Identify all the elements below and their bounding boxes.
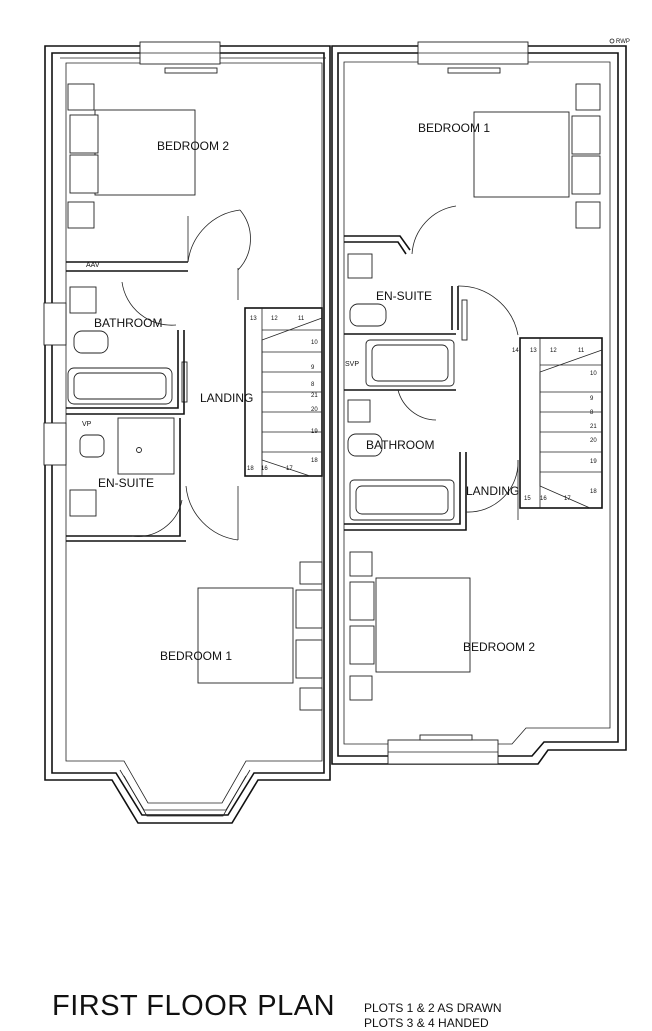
left-bedroom-2-label: BEDROOM 2 [157,139,229,153]
vp-marker: VP [82,421,92,428]
left-step: 8 [311,382,315,388]
floor-plan-drawing: BEDROOM 2 BATHROOM LANDING EN-SUITE BEDR… [43,38,630,824]
left-unit [43,41,331,824]
left-ensuite-label: EN-SUITE [98,476,154,490]
left-bedroom-1-label: BEDROOM 1 [160,649,232,663]
aav-marker: AAV [86,262,100,269]
left-step: 9 [311,365,315,371]
plan-title: FIRST FLOOR PLAN [52,990,336,1022]
right-ensuite-label: EN-SUITE [376,289,432,303]
left-step: 12 [271,316,278,322]
svp-marker: SVP [345,361,359,368]
plot-notes: PLOTS 1 & 2 AS DRAWN PLOTS 3 & 4 HANDED [364,1001,502,1031]
left-step: 17 [286,466,293,472]
right-step: 19 [590,459,597,465]
right-step: 16 [540,496,547,502]
right-step: 9 [590,396,594,402]
right-step: 15 [524,496,531,502]
right-bedroom-2-label: BEDROOM 2 [463,640,535,654]
right-step: 18 [590,489,597,495]
left-step: 16 [261,466,268,472]
left-step: 20 [311,407,318,413]
right-step: 14 [512,348,519,354]
left-step: 10 [311,340,318,346]
left-landing-label: LANDING [200,391,253,405]
left-step: 21 [311,393,318,399]
left-step: 13 [250,316,257,322]
right-step: 12 [550,348,557,354]
left-step: 11 [298,316,305,322]
right-step: 11 [578,348,585,354]
right-unit [331,41,627,765]
left-bathroom-label: BATHROOM [94,316,162,330]
right-step: 13 [530,348,537,354]
rwp-marker: RWP [616,39,630,45]
left-step: 18 [247,466,254,472]
right-bathroom-label: BATHROOM [366,438,434,452]
left-step: 18 [311,458,318,464]
right-stair-steps: 14 13 12 11 10 9 8 21 20 19 18 15 16 17 [512,348,597,502]
right-step: 20 [590,438,597,444]
left-stair-steps: 13 12 11 10 9 8 21 20 19 18 18 16 17 [247,316,318,472]
right-landing-label: LANDING [466,484,519,498]
left-step: 19 [311,429,318,435]
right-step: 8 [590,410,594,416]
plot-note-1: PLOTS 1 & 2 AS DRAWN [364,1001,502,1015]
right-bedroom-1-label: BEDROOM 1 [418,121,490,135]
right-step: 17 [564,496,571,502]
right-step: 21 [590,424,597,430]
right-step: 10 [590,371,597,377]
